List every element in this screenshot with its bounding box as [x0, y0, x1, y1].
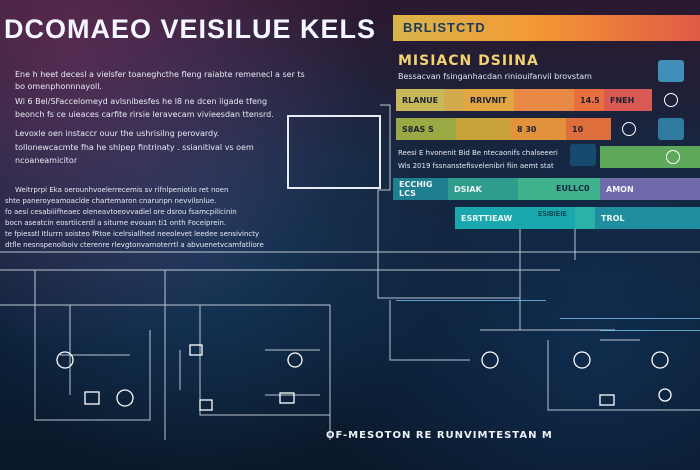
cell-b: DSIAK	[448, 178, 518, 200]
panel-title: MISIACN DSIINA	[398, 53, 539, 69]
cell-c: EULLC0	[556, 184, 590, 193]
table-row: ECCHIG LCS DSIAK AMON	[393, 178, 700, 200]
left-text-4: beonch fs ce uieaces carfite rirsie lera…	[15, 110, 274, 119]
cell-label: RLANUE	[396, 89, 444, 111]
left-text-3: Wi 6 Bel/SFaccelomeyd avlsnibesfes he l8…	[15, 97, 268, 106]
cell-d: AMON	[600, 178, 700, 200]
triangle-icon	[658, 60, 684, 82]
row-note-1: Reesi E hvonenit Bid Be ntecaonifs chals…	[398, 149, 558, 157]
headline: DCOMAEO VEISILUE KELS	[4, 14, 377, 44]
cell-a: ESRTTIEAW	[455, 207, 575, 229]
brand-bar: BRLISTCTD	[393, 15, 700, 41]
left-text-13: dtfle nesnspenolboiv cterenre rlevgtonva…	[5, 241, 264, 249]
cell-a: ECCHIG LCS	[393, 178, 448, 200]
left-text-2: bo omenphonnnayoll.	[15, 82, 102, 91]
left-text-6: tollonewcacmte fha he shlpep fintrinaty …	[15, 143, 254, 152]
cell-val: 14.5	[574, 89, 604, 111]
cell-label2: 8 30	[511, 118, 566, 140]
frame-box	[287, 115, 381, 189]
status-icon	[622, 122, 636, 136]
left-text-7: ncoaneamicitor	[15, 156, 78, 165]
cell-green	[600, 146, 700, 168]
cell-b: ESIBIEIE	[538, 210, 567, 218]
status-icon	[664, 93, 678, 107]
cell-mid	[456, 118, 511, 140]
left-text-1: Ene h heet decesl a vielsfer toaneghcthe…	[15, 70, 305, 79]
cell-val: 10	[566, 118, 611, 140]
cell-mid	[518, 178, 600, 200]
cell-icon	[444, 89, 464, 111]
left-text-10: fo aesi cesabiiifheaec oleneavtoeovvadie…	[5, 208, 237, 216]
cell-label: S8AS S	[396, 118, 456, 140]
cell-icon	[575, 207, 595, 229]
left-text-8: Weitrprpi Eka oerounhvoelerrecemis sv ri…	[15, 186, 229, 194]
bolt-icon	[570, 144, 596, 166]
status-icon	[666, 150, 680, 164]
left-text-9: shte paneroyeamoaclde chartemaron cnarun…	[5, 197, 217, 205]
footer-caption: OF-MESOTON RE RUNVIMTESTAN M	[326, 430, 553, 441]
table-row: S8AS S 8 30 10	[396, 118, 700, 140]
brand-label: BRLISTCTD	[403, 20, 486, 35]
cell-c: TROL	[595, 207, 700, 229]
row-note-2: Wis 2019 fssnanstefisvelenibri fiin aemt…	[398, 162, 554, 170]
table-row: ESRTTIEAW TROL	[455, 207, 700, 229]
cell-blank	[514, 89, 574, 111]
left-text-12: te fpiesstl Itlurrn soisteo fRtoe icelrs…	[5, 230, 260, 238]
table-row: RLANUE RRIVNIT 14.5 FNEH	[396, 89, 700, 111]
left-text-5: Levoxle oen instaccr ouur the ushrisilng…	[15, 129, 220, 138]
left-text-11: bocn aseatcin eosrtiicerdl a siturne evo…	[5, 219, 227, 227]
table-row	[600, 146, 700, 168]
cell-val2: FNEH	[604, 89, 652, 111]
cell-label2: RRIVNIT	[464, 89, 514, 111]
chevron-icon	[658, 118, 684, 140]
panel-subtitle: Bessacvan fsinganhacdan riniouifanvil br…	[398, 72, 592, 81]
